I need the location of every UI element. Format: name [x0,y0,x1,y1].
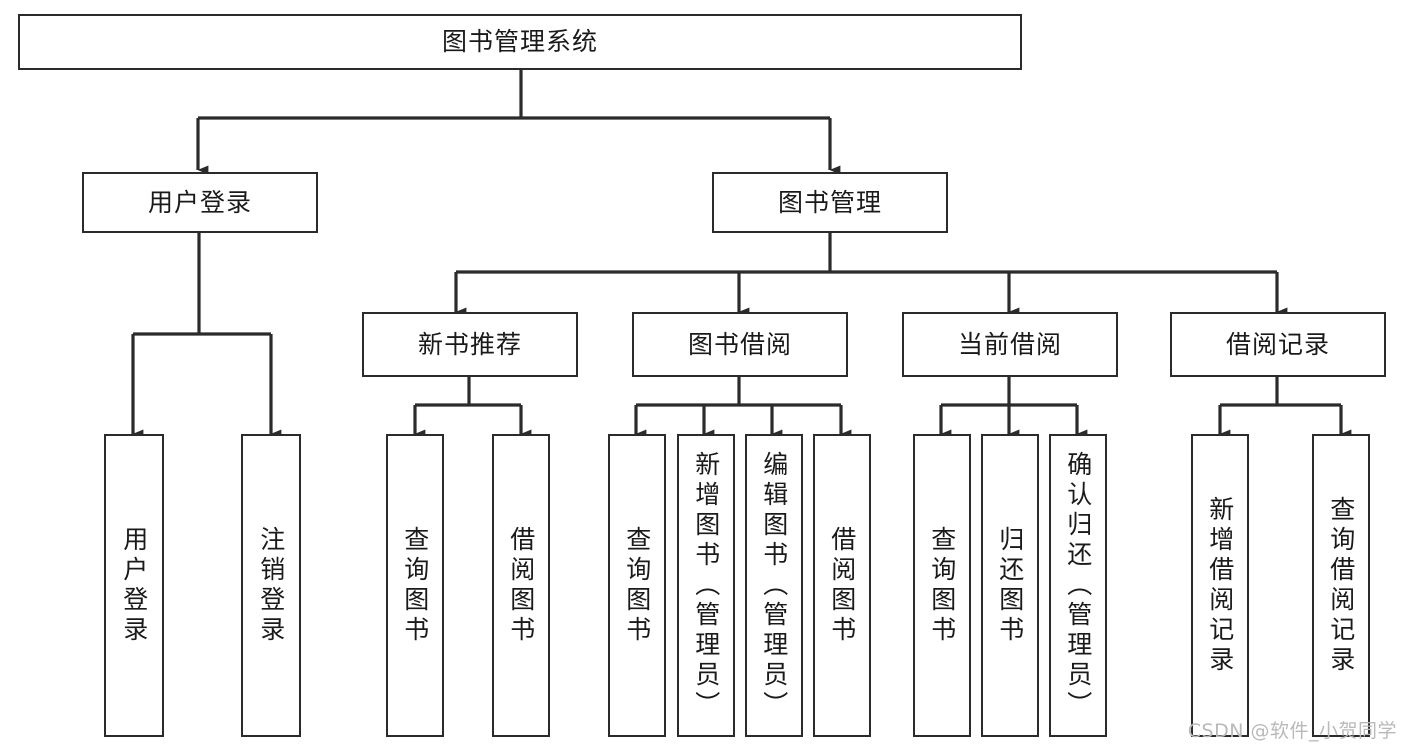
watermark: CSDN @软件_小贺同学 [1187,720,1397,742]
leaf-new-book-borrow[interactable]: 借阅图书 [492,434,550,737]
node-book-borrow[interactable]: 图书借阅 [632,312,848,377]
node-book-management[interactable]: 图书管理 [712,172,948,233]
node-new-book-recommend[interactable]: 新书推荐 [362,312,578,377]
node-root[interactable]: 图书管理系统 [18,14,1022,70]
leaf-label: 借阅图书 [506,525,536,646]
leaf-current-borrow-confirm-return[interactable]: 确认归还（管理员） [1049,434,1107,737]
leaf-new-book-query[interactable]: 查询图书 [386,434,444,737]
leaf-label: 新增图书（管理员） [691,450,721,721]
node-user-login[interactable]: 用户登录 [82,172,318,233]
leaf-label: 归还图书 [995,525,1025,646]
leaf-label: 用户登录 [119,525,149,646]
node-current-borrow[interactable]: 当前借阅 [902,312,1118,377]
leaf-label: 确认归还（管理员） [1063,450,1093,721]
leaf-label: 查询图书 [622,525,652,646]
leaf-user-login-login[interactable]: 用户登录 [104,434,164,737]
leaf-label: 查询借阅记录 [1326,495,1356,676]
leaf-current-borrow-query[interactable]: 查询图书 [913,434,971,737]
leaf-book-borrow-add[interactable]: 新增图书（管理员） [677,434,735,737]
leaf-borrow-record-add[interactable]: 新增借阅记录 [1191,434,1249,737]
leaf-book-borrow-edit[interactable]: 编辑图书（管理员） [745,434,803,737]
leaf-book-borrow-query[interactable]: 查询图书 [608,434,666,737]
leaf-label: 查询图书 [400,525,430,646]
leaf-label: 新增借阅记录 [1205,495,1235,676]
leaf-label: 借阅图书 [827,525,857,646]
leaf-borrow-record-query[interactable]: 查询借阅记录 [1312,434,1370,737]
node-borrow-record[interactable]: 借阅记录 [1170,312,1386,377]
leaf-book-borrow-borrow[interactable]: 借阅图书 [813,434,871,737]
leaf-current-borrow-return[interactable]: 归还图书 [981,434,1039,737]
leaf-label: 注销登录 [256,525,286,646]
leaf-label: 编辑图书（管理员） [759,450,789,721]
leaf-user-login-logout[interactable]: 注销登录 [241,434,301,737]
leaf-label: 查询图书 [927,525,957,646]
